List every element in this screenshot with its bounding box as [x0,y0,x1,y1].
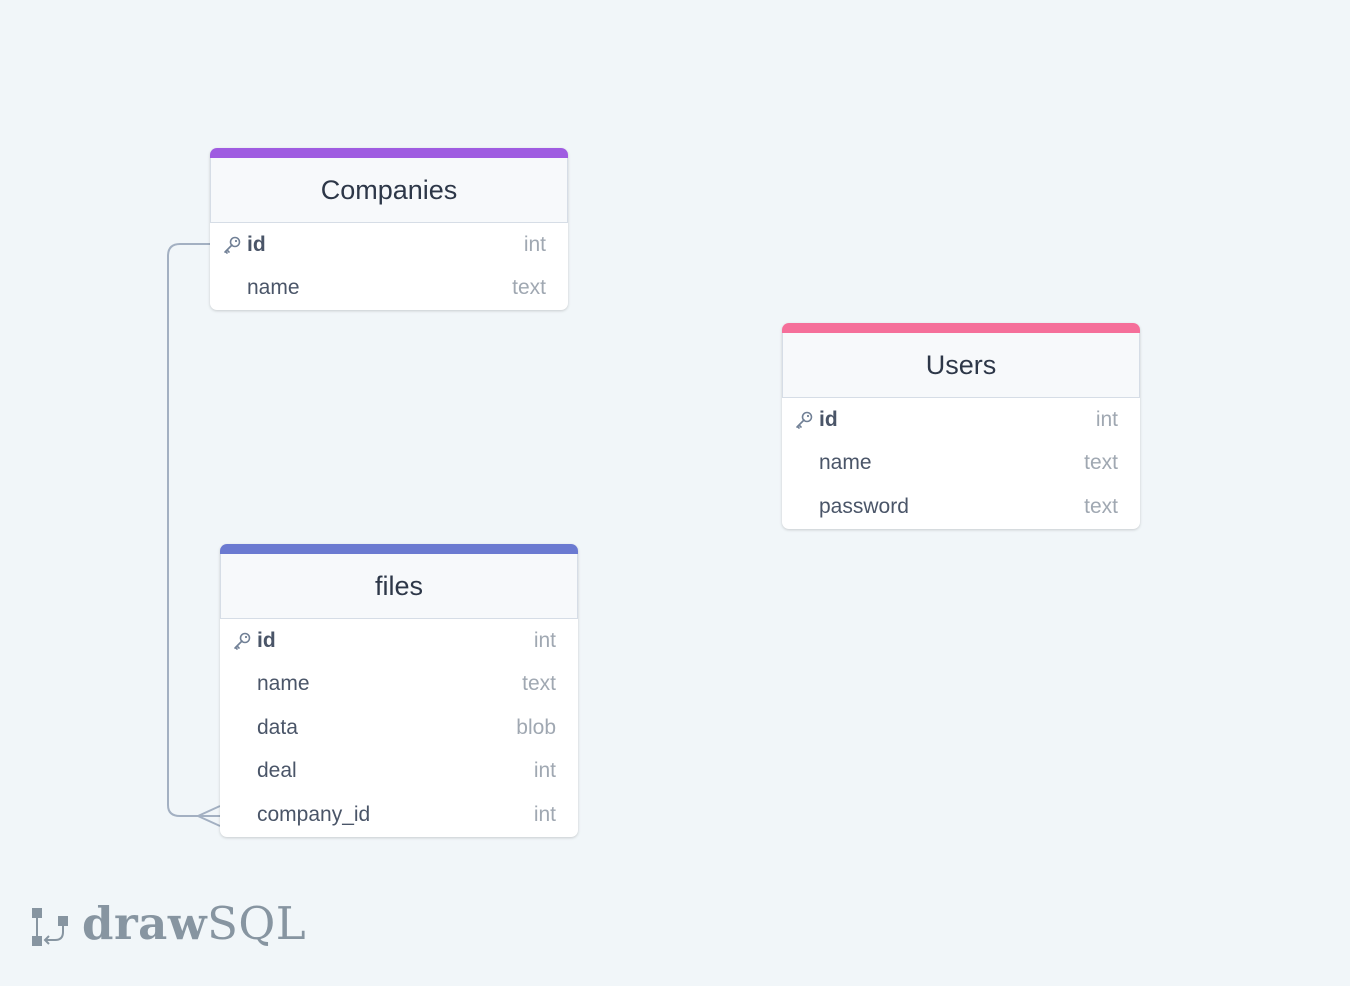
column-row-password[interactable]: password text [782,485,1140,529]
column-type: int [1095,407,1118,431]
relation-line-companies-files[interactable] [167,243,220,817]
column-row-id[interactable]: id int [220,619,578,663]
column-name: password [819,494,909,518]
column-list: id int name text password text [782,398,1140,529]
column-row-name[interactable]: name text [210,267,568,311]
column-type: int [523,232,546,256]
column-type: int [533,628,556,652]
table-color-bar [210,148,568,158]
logo-text-draw: draw [82,897,208,950]
table-color-bar [220,544,578,554]
column-name: data [257,715,298,739]
column-list: id int name text [210,223,568,310]
column-name: id [247,232,266,256]
column-type: int [533,802,556,826]
table-title[interactable]: Users [782,333,1140,398]
key-spacer [232,716,257,740]
drawsql-logo-icon [32,907,68,946]
primary-key-icon [222,233,247,257]
table-users[interactable]: Users id int name text password text [782,323,1140,529]
key-spacer [794,451,819,475]
key-spacer [232,759,257,783]
column-list: id int name text data blob deal int company_id in… [220,619,578,837]
column-row-name[interactable]: name text [220,663,578,707]
column-name: name [819,451,872,475]
column-name: company_id [257,802,371,826]
column-row-id[interactable]: id int [210,223,568,267]
column-name: id [819,407,838,431]
column-row-company-id[interactable]: company_id int [220,793,578,837]
primary-key-icon [232,629,257,653]
column-row-deal[interactable]: deal int [220,750,578,794]
column-type: text [522,672,556,696]
column-type: text [1084,451,1118,475]
table-title[interactable]: files [220,554,578,619]
column-type: int [533,759,556,783]
key-spacer [232,672,257,696]
column-type: text [1084,494,1118,518]
column-row-data[interactable]: data blob [220,706,578,750]
table-title[interactable]: Companies [210,158,568,223]
key-spacer [794,495,819,519]
crowfoot-many-icon [197,805,221,827]
column-name: id [257,628,276,652]
column-name: deal [257,759,297,783]
column-type: text [512,276,546,300]
table-companies[interactable]: Companies id int name text [210,148,568,310]
column-row-id[interactable]: id int [782,398,1140,442]
column-row-name[interactable]: name text [782,442,1140,486]
primary-key-icon [794,408,819,432]
column-name: name [257,672,310,696]
logo-text-sql: SQL [207,897,307,950]
table-color-bar [782,323,1140,333]
column-type: blob [516,715,556,739]
column-name: name [247,276,300,300]
key-spacer [232,803,257,827]
key-spacer [222,276,247,300]
